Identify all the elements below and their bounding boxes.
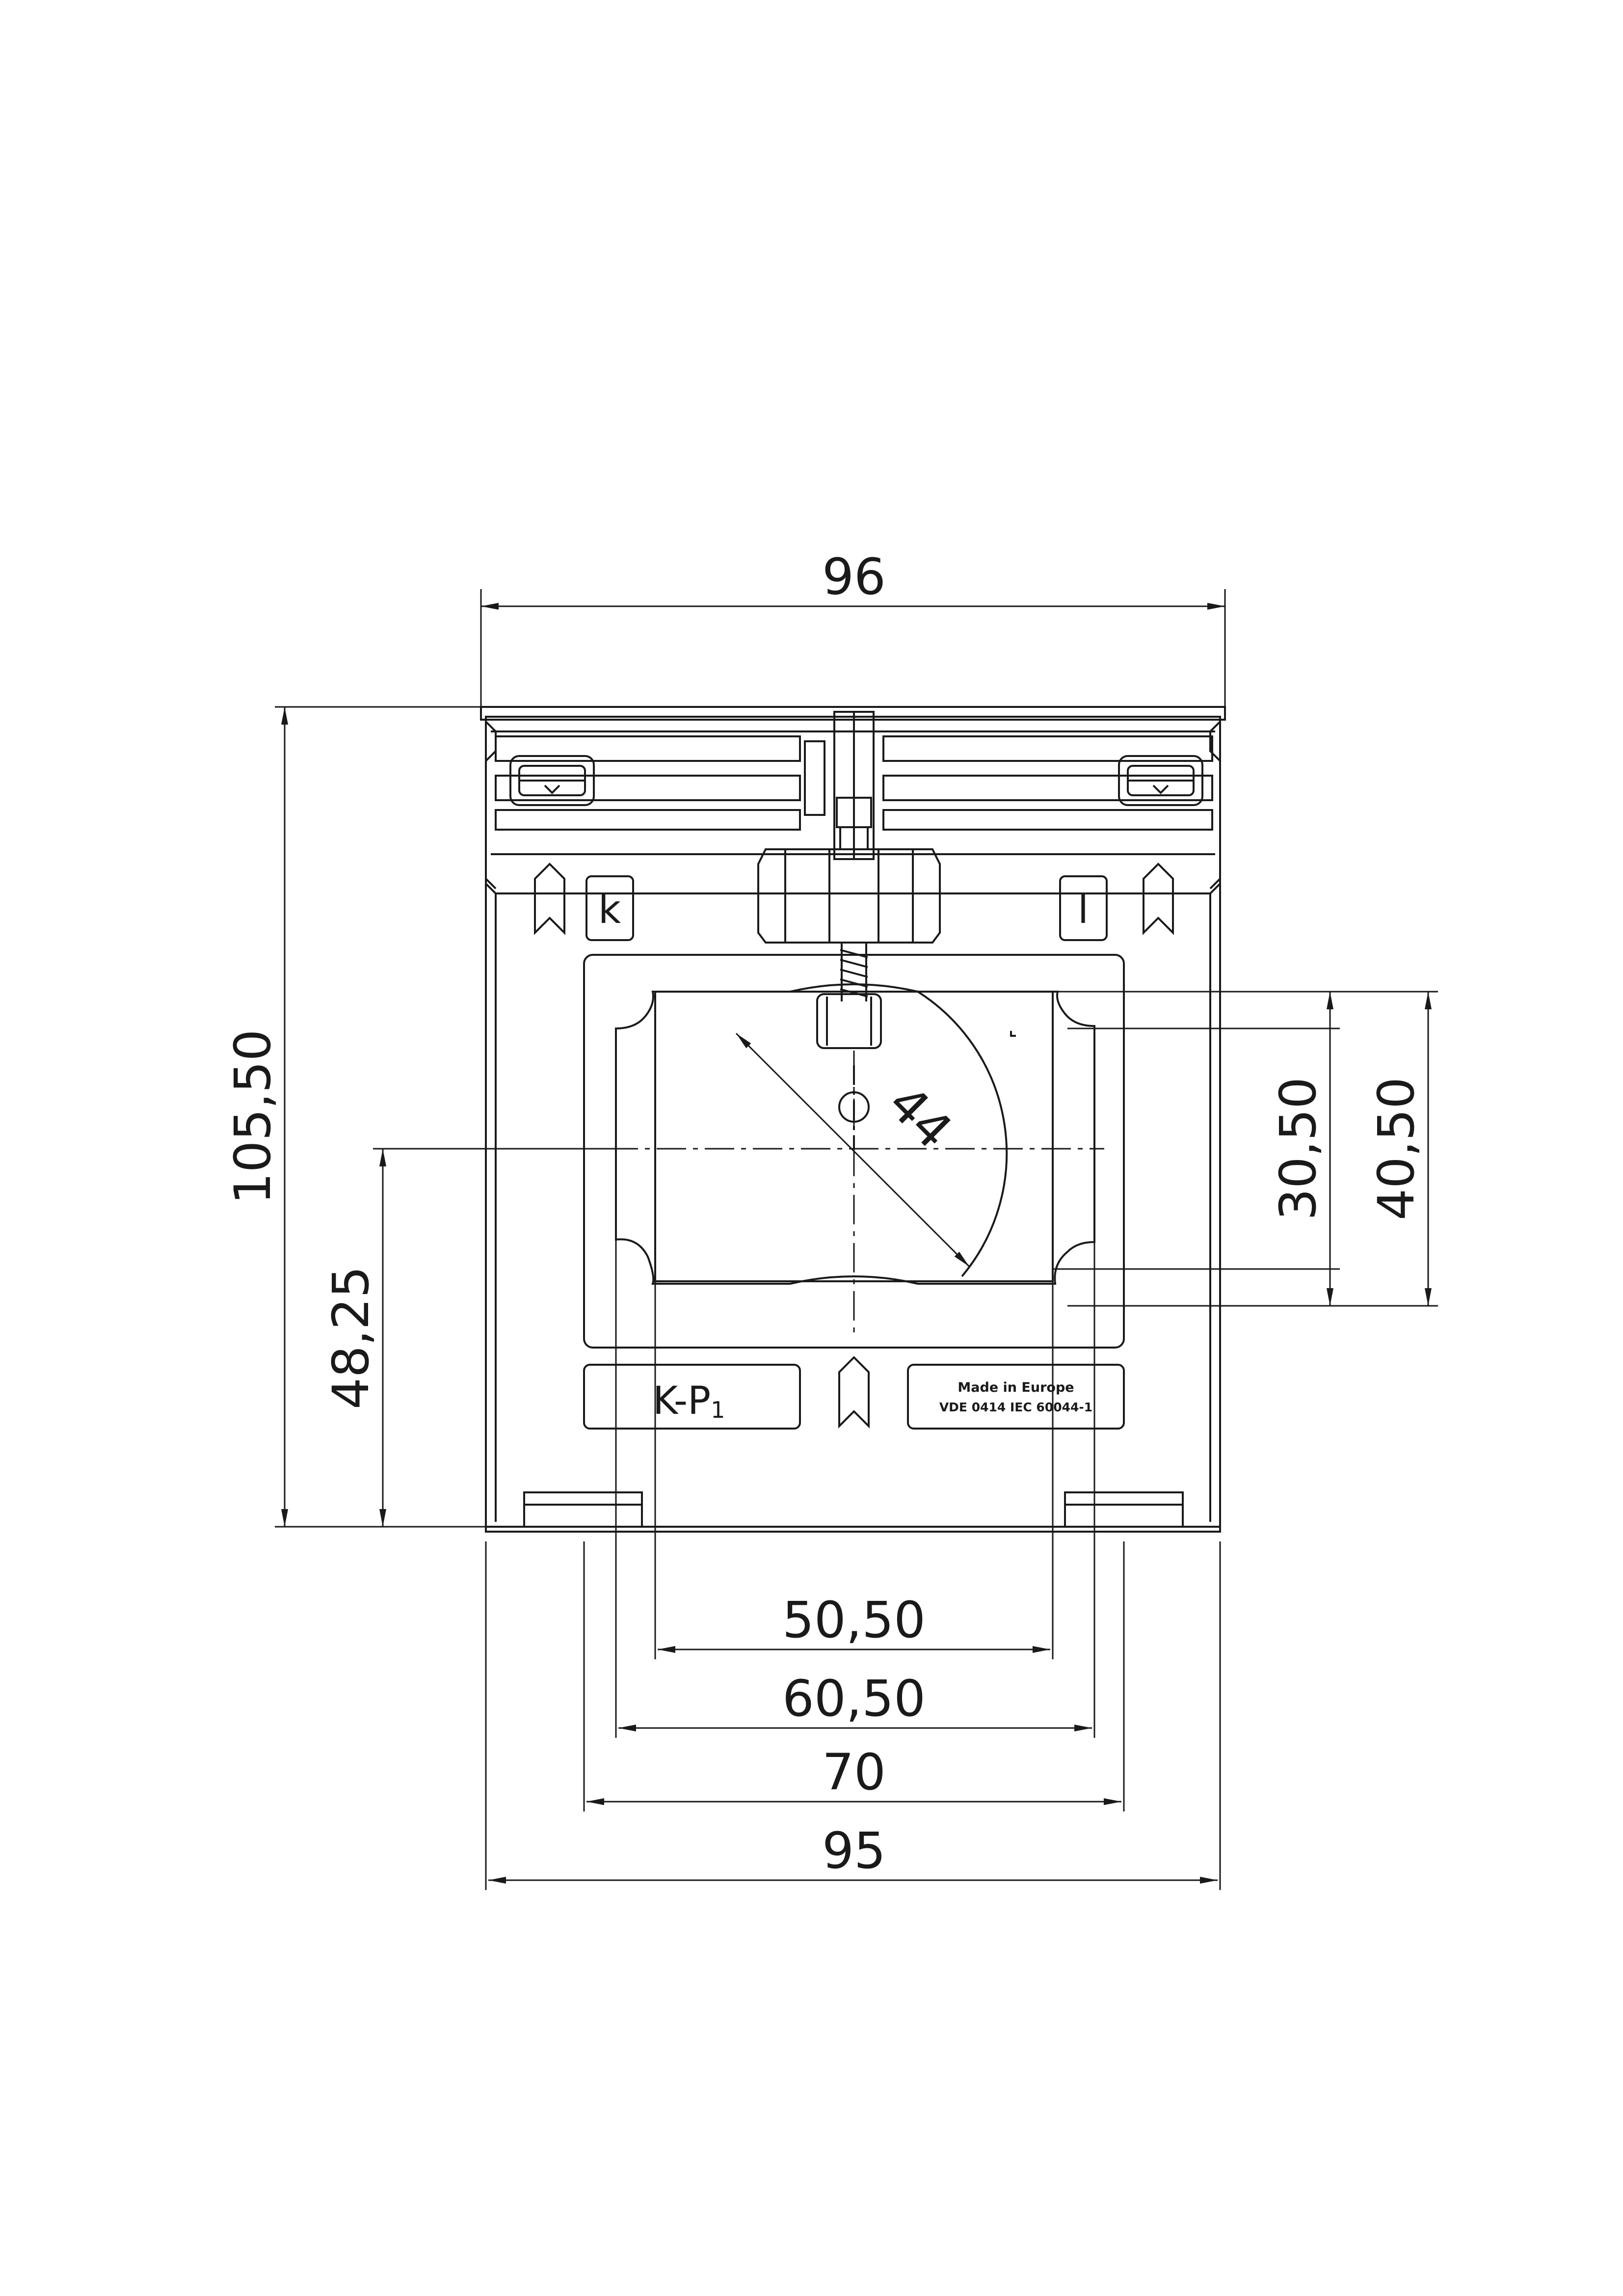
info-plate [907,1364,1125,1430]
terminal-screw-right [1118,755,1203,806]
standards-label: VDE 0414 IEC 60044-1 [939,1400,1092,1414]
clamp-nut [757,797,941,1049]
terminal-k-box [585,875,634,941]
foot-left [523,1491,643,1528]
primary-marking-plate [583,1364,801,1430]
terminal-l-label: l [1078,887,1089,932]
dim-40-50-label: 40,50 [1367,1077,1426,1220]
outer-window [615,983,1095,1285]
dim-95-label: 95 [822,1822,886,1880]
dim-96-label: 96 [822,548,886,606]
primary-marking-sub: 1 [711,1397,725,1423]
primary-marking-main: K-P [653,1379,711,1423]
dim-50-50-label: 50,50 [782,1591,926,1649]
foot-right [1064,1491,1184,1528]
mounting-feet [523,1491,1184,1528]
origin-label: Made in Europe [958,1380,1074,1395]
dim-30-50-label: 30,50 [1269,1077,1328,1220]
terminal-l-box [1059,875,1108,941]
terminal-k-label: k [598,887,621,932]
dim-48-25-label: 48,25 [322,1266,380,1409]
terminal-markings: k l [534,863,1174,941]
terminal-screw-left [509,755,595,806]
label-plates: K-P1 Made in Europe VDE 0414 IEC 60044-1 [583,1356,1125,1430]
dim-60-50-label: 60,50 [782,1670,926,1728]
flow-arrow-center-icon [838,1356,870,1429]
dim-44-label: 44 [877,1074,963,1161]
dim-line-44 [735,1032,970,1268]
dim-105-50-label: 105,50 [224,1029,282,1205]
flow-arrow-left-icon [534,863,565,935]
aperture-frame [583,954,1125,1349]
terminal-rails [495,711,1213,860]
bore-arc [917,991,1008,1277]
dimension-lines [275,589,1438,1890]
dim-70-label: 70 [822,1743,886,1802]
primary-marking-label: K-P1 [653,1379,725,1423]
flow-arrow-right-icon [1143,863,1174,935]
